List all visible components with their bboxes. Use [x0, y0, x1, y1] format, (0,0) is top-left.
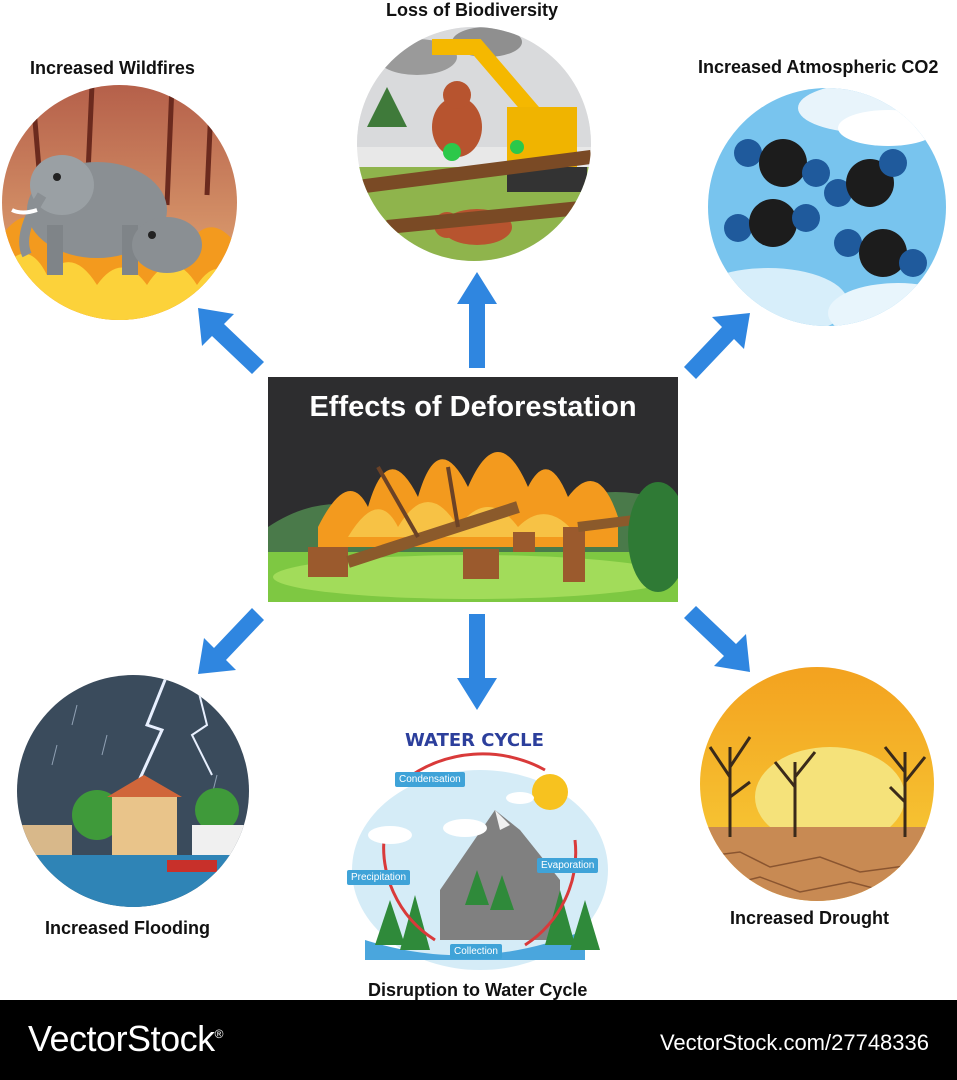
wc-label-precipitation: Precipitation	[347, 870, 411, 885]
arrow-to-water-cycle	[457, 614, 497, 710]
flooding-illustration	[17, 675, 249, 907]
center-title: Effects of Deforestation	[309, 391, 637, 423]
arrow-to-co2	[684, 313, 750, 379]
label-loss-of-biodiversity: Loss of Biodiversity	[386, 0, 559, 20]
arrow-to-flooding	[198, 608, 264, 674]
water-cycle-illustration: WATER CYCLE Condensation Precipitation E…	[345, 730, 610, 975]
wc-label-evaporation: Evaporation	[537, 858, 599, 873]
label-increased-co2: Increased Atmospheric CO2	[698, 57, 939, 77]
label-disruption-water-cycle: Disruption to Water Cycle	[368, 980, 588, 1000]
footer-registered-mark: ®	[214, 1027, 224, 1041]
center-deforestation-panel: Effects of Deforestation	[268, 377, 678, 602]
drought-illustration	[700, 667, 934, 901]
wc-label-collection: Collection	[450, 944, 502, 959]
arrow-to-wildfires	[198, 308, 264, 374]
wildfires-illustration	[2, 85, 237, 320]
label-increased-flooding: Increased Flooding	[45, 918, 211, 938]
arrow-to-biodiversity	[457, 272, 497, 368]
biodiversity-illustration	[357, 27, 591, 261]
footer-brand-text: VectorStock	[28, 1018, 215, 1059]
footer-bar: VectorStock® VectorStock.com/27748336	[0, 1000, 957, 1080]
label-increased-drought: Increased Drought	[730, 908, 890, 928]
wc-label-condensation: Condensation	[395, 772, 465, 787]
arrow-to-drought	[684, 606, 750, 672]
water-cycle-title: WATER CYCLE	[405, 730, 544, 751]
footer-brand: VectorStock®	[28, 1018, 223, 1060]
co2-illustration	[708, 88, 946, 326]
label-increased-wildfires: Increased Wildfires	[30, 58, 195, 78]
footer-url-id: VectorStock.com/27748336	[659, 1030, 929, 1055]
